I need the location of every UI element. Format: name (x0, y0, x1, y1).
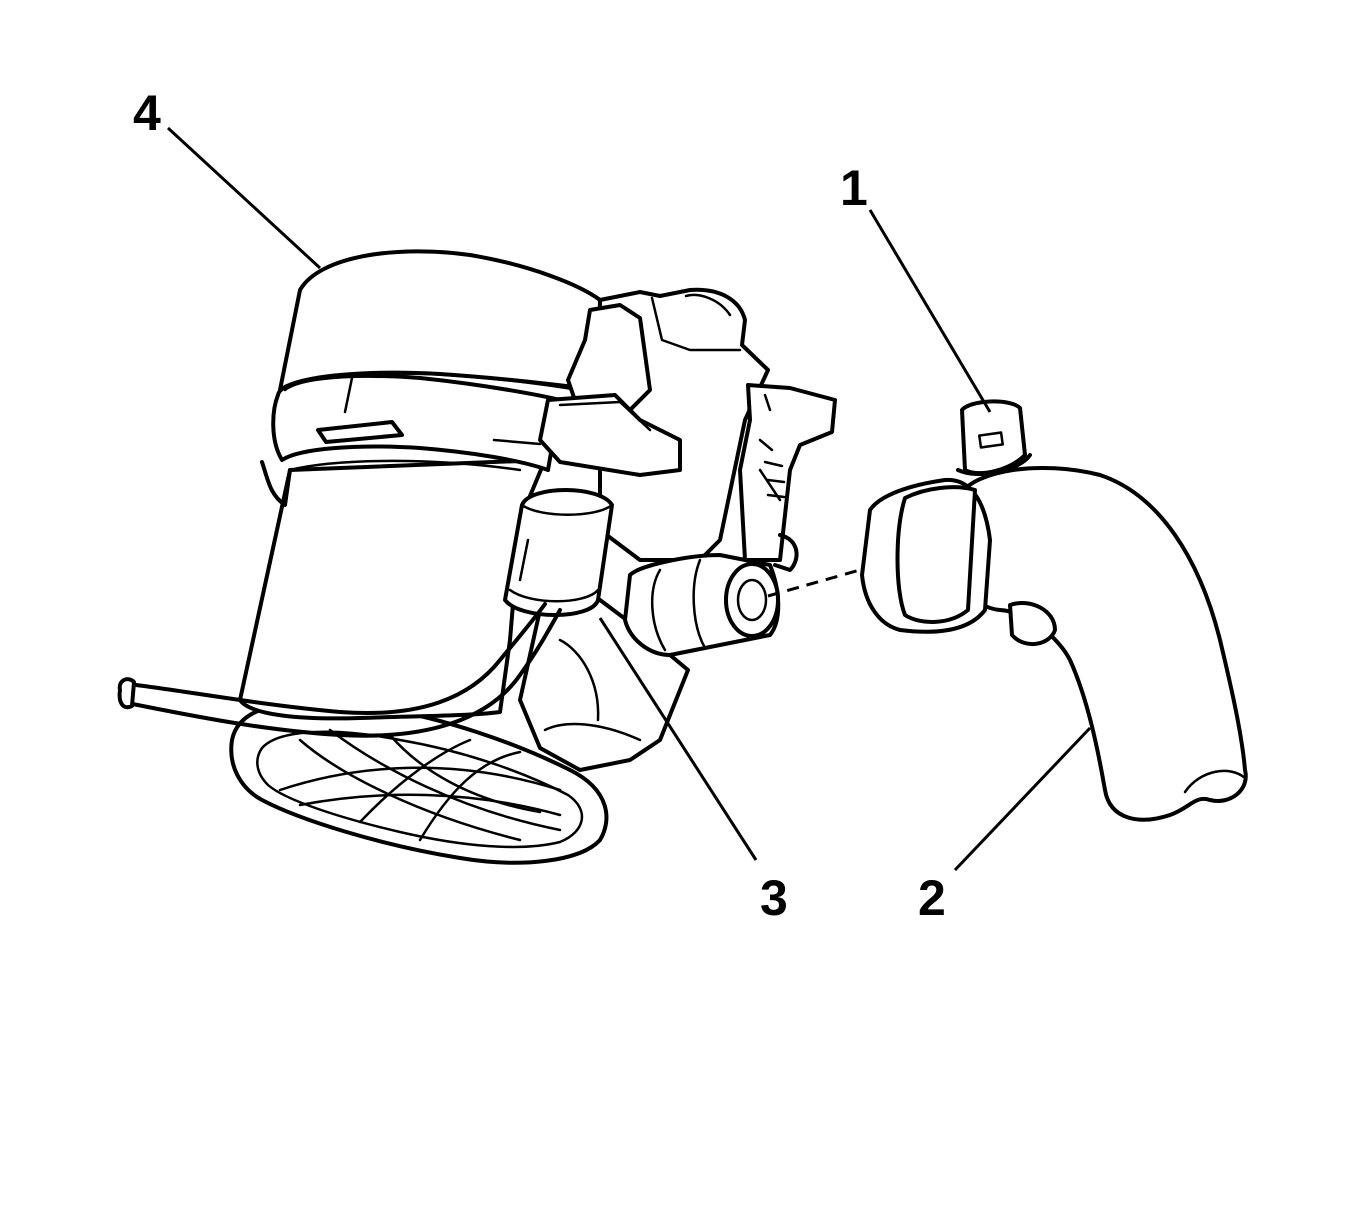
leader-line-3 (598, 617, 758, 861)
hose-clamp (860, 399, 1032, 634)
valve-assembly (538, 287, 837, 572)
callout-1: 1 (840, 160, 868, 216)
callout-4: 4 (133, 85, 161, 141)
wire-harness (117, 602, 562, 738)
leader-line-4 (166, 126, 322, 270)
leader-line-1 (868, 209, 992, 413)
installation-line (767, 568, 861, 598)
grille-base (229, 700, 609, 865)
outlet-port (623, 553, 781, 657)
callout-2: 2 (918, 870, 946, 926)
callout-3: 3 (760, 870, 788, 926)
pump-housing (238, 249, 602, 721)
leader-line-2 (953, 726, 1092, 872)
electrical-connector (503, 488, 614, 617)
air-hose (956, 465, 1248, 822)
